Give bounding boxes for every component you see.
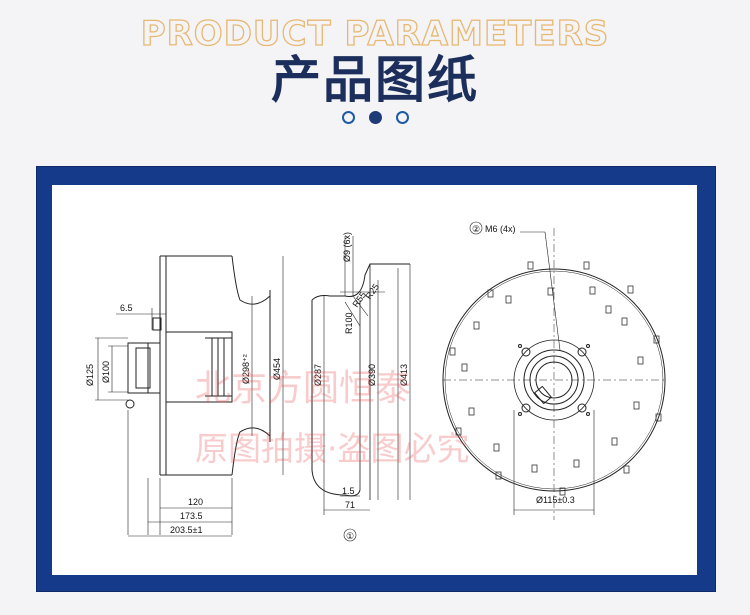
label-6-5: 6.5 [120, 303, 133, 313]
watermark-line-1: 北京方圆恒泰 [195, 368, 411, 409]
blade-holes [449, 261, 662, 496]
label-173-5: 173.5 [180, 511, 203, 521]
carousel-dot-active[interactable] [368, 111, 382, 124]
label-d115: Ø115±0.3 [536, 495, 575, 505]
label-ref-2: ② [472, 224, 480, 234]
carousel-dots [0, 111, 750, 124]
label-d413: Ø413 [399, 364, 409, 386]
label-d390: Ø390 [367, 364, 377, 386]
label-71: 71 [345, 500, 355, 510]
carousel-dot[interactable] [395, 111, 409, 124]
label-d9: Ø9 (6x) [342, 232, 352, 262]
label-120: 120 [188, 497, 203, 507]
watermark-line-2: 原图拍摄·盗图必究 [195, 429, 470, 468]
label-d100: Ø100 [101, 361, 111, 383]
label-d454: Ø454 [272, 358, 282, 380]
label-d125: Ø125 [85, 364, 95, 386]
label-r100: R100 [344, 312, 354, 334]
label-203-5: 203.5±1 [170, 525, 202, 535]
label-m6: M6 (4x) [485, 224, 516, 234]
header-title-en: PRODUCT PARAMETERS [140, 13, 610, 54]
label-ref-1: ① [346, 531, 354, 541]
label-d298: Ø298⁺² [241, 354, 251, 384]
dimension-labels: 6.5 Ø125 Ø100 Ø298⁺² Ø454 120 173.5 203.… [85, 224, 575, 541]
carousel-dot[interactable] [341, 111, 355, 124]
side-view [95, 255, 284, 537]
header-title-cn: 产品图纸 [271, 51, 479, 109]
section-view [311, 236, 411, 542]
label-1-5: 1.5 [342, 486, 355, 496]
label-d287: Ø287 [313, 364, 323, 386]
front-view [442, 221, 666, 520]
